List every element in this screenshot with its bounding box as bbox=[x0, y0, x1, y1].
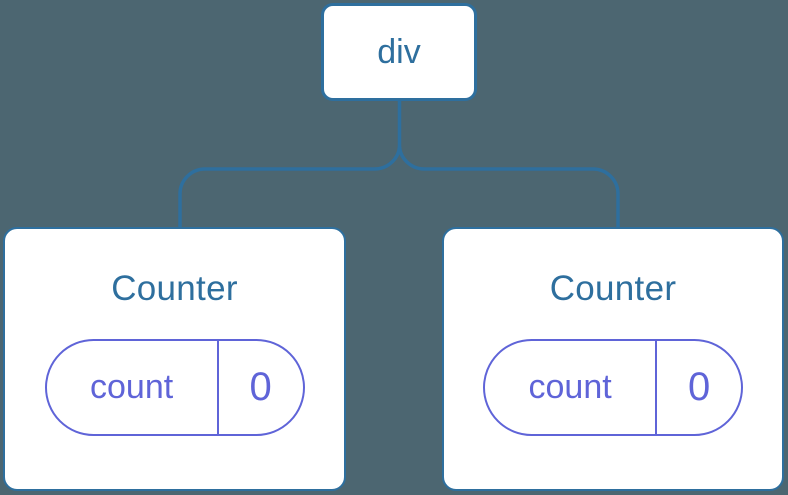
component-title: Counter bbox=[111, 269, 238, 308]
state-pill: count 0 bbox=[44, 339, 305, 436]
state-pill: count 0 bbox=[483, 339, 743, 436]
component-title: Counter bbox=[549, 269, 677, 308]
state-value: 0 bbox=[687, 365, 711, 409]
state-key: count bbox=[485, 341, 658, 434]
root-node: div bbox=[321, 3, 477, 101]
state-key: count bbox=[47, 341, 219, 434]
state-value: 0 bbox=[249, 365, 272, 409]
component-card: Counter count 0 bbox=[3, 227, 346, 491]
root-node-label: div bbox=[377, 32, 421, 71]
component-card: Counter count 0 bbox=[442, 227, 784, 491]
